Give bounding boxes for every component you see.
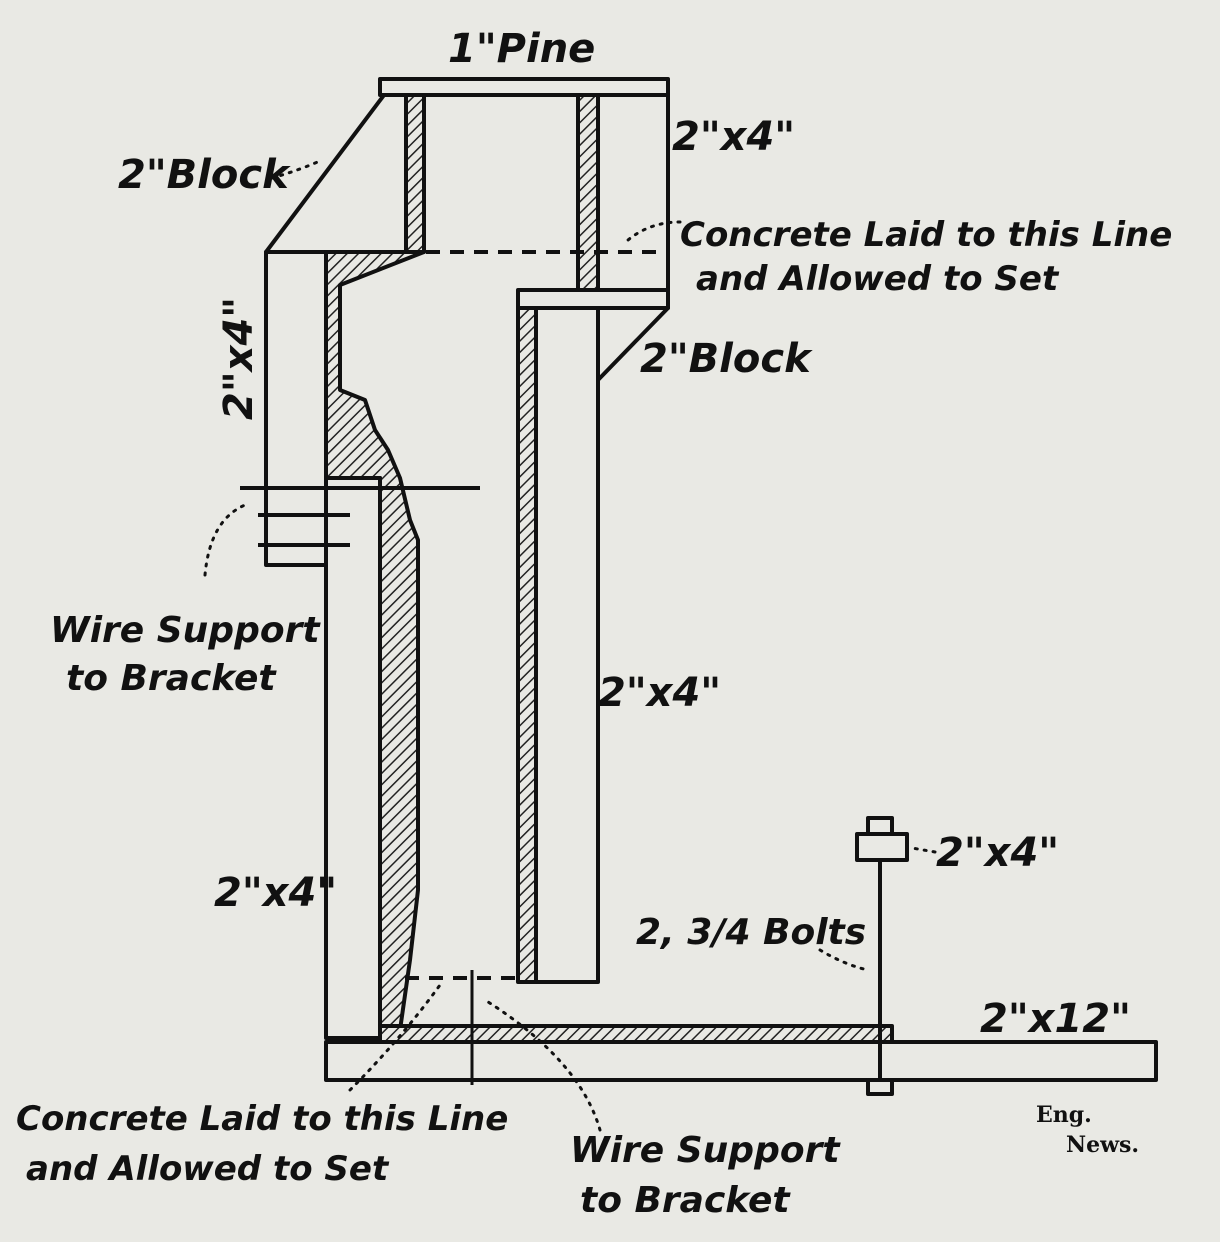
left-stud (264, 250, 328, 567)
label-wire-support-left-2: to Bracket (66, 658, 277, 699)
leader-bolt-cap (910, 846, 937, 854)
label-bottom-left-stud: 2"x4" (214, 870, 337, 916)
lower-left-stud (324, 476, 382, 1040)
label-concrete-upper-1: Concrete Laid to this Line (680, 215, 1172, 255)
label-top-pine: 1"Pine (448, 26, 595, 72)
label-left-stud: 2"x4" (216, 297, 262, 420)
leader-wire-support-left (203, 503, 247, 577)
label-wire-support-bottom-1: Wire Support (570, 1130, 841, 1171)
leader-left-block (270, 158, 324, 180)
base-plank (324, 1040, 1158, 1082)
credit-line-1: Eng. (1036, 1102, 1092, 1128)
leader-wire-support-bottom (483, 998, 602, 1132)
label-wire-support-bottom-2: to Bracket (580, 1180, 791, 1221)
center-stud (534, 306, 600, 984)
bolt-cap-block (855, 832, 909, 862)
label-concrete-upper-2: and Allowed to Set (696, 259, 1060, 299)
label-bolt-cap: 2"x4" (936, 830, 1059, 876)
leader-upper-concrete (626, 220, 682, 242)
label-right-block: 2"Block (640, 336, 813, 382)
label-top-right-stud: 2"x4" (672, 114, 795, 160)
label-wire-support-left-1: Wire Support (50, 610, 321, 651)
top-pine-board (378, 77, 670, 97)
label-concrete-lower-1: Concrete Laid to this Line (16, 1099, 508, 1139)
label-top-left-block: 2"Block (118, 152, 291, 198)
upper-right-liner (576, 93, 600, 292)
right-shelf-board (516, 288, 670, 310)
label-concrete-lower-2: and Allowed to Set (26, 1149, 390, 1189)
bolt-nut (866, 816, 894, 836)
label-center-stud: 2"x4" (598, 670, 721, 716)
upper-right-stud (596, 93, 670, 297)
credit-line-2: News. (1066, 1132, 1139, 1158)
center-liner (516, 306, 538, 984)
bolt-bottom-nut (866, 1078, 894, 1096)
upper-left-liner (404, 93, 426, 254)
bottom-liner (378, 1024, 894, 1044)
label-base-plank: 2"x12" (980, 996, 1131, 1042)
leader-bolts (818, 948, 870, 972)
label-bolts: 2, 3/4 Bolts (636, 912, 866, 953)
